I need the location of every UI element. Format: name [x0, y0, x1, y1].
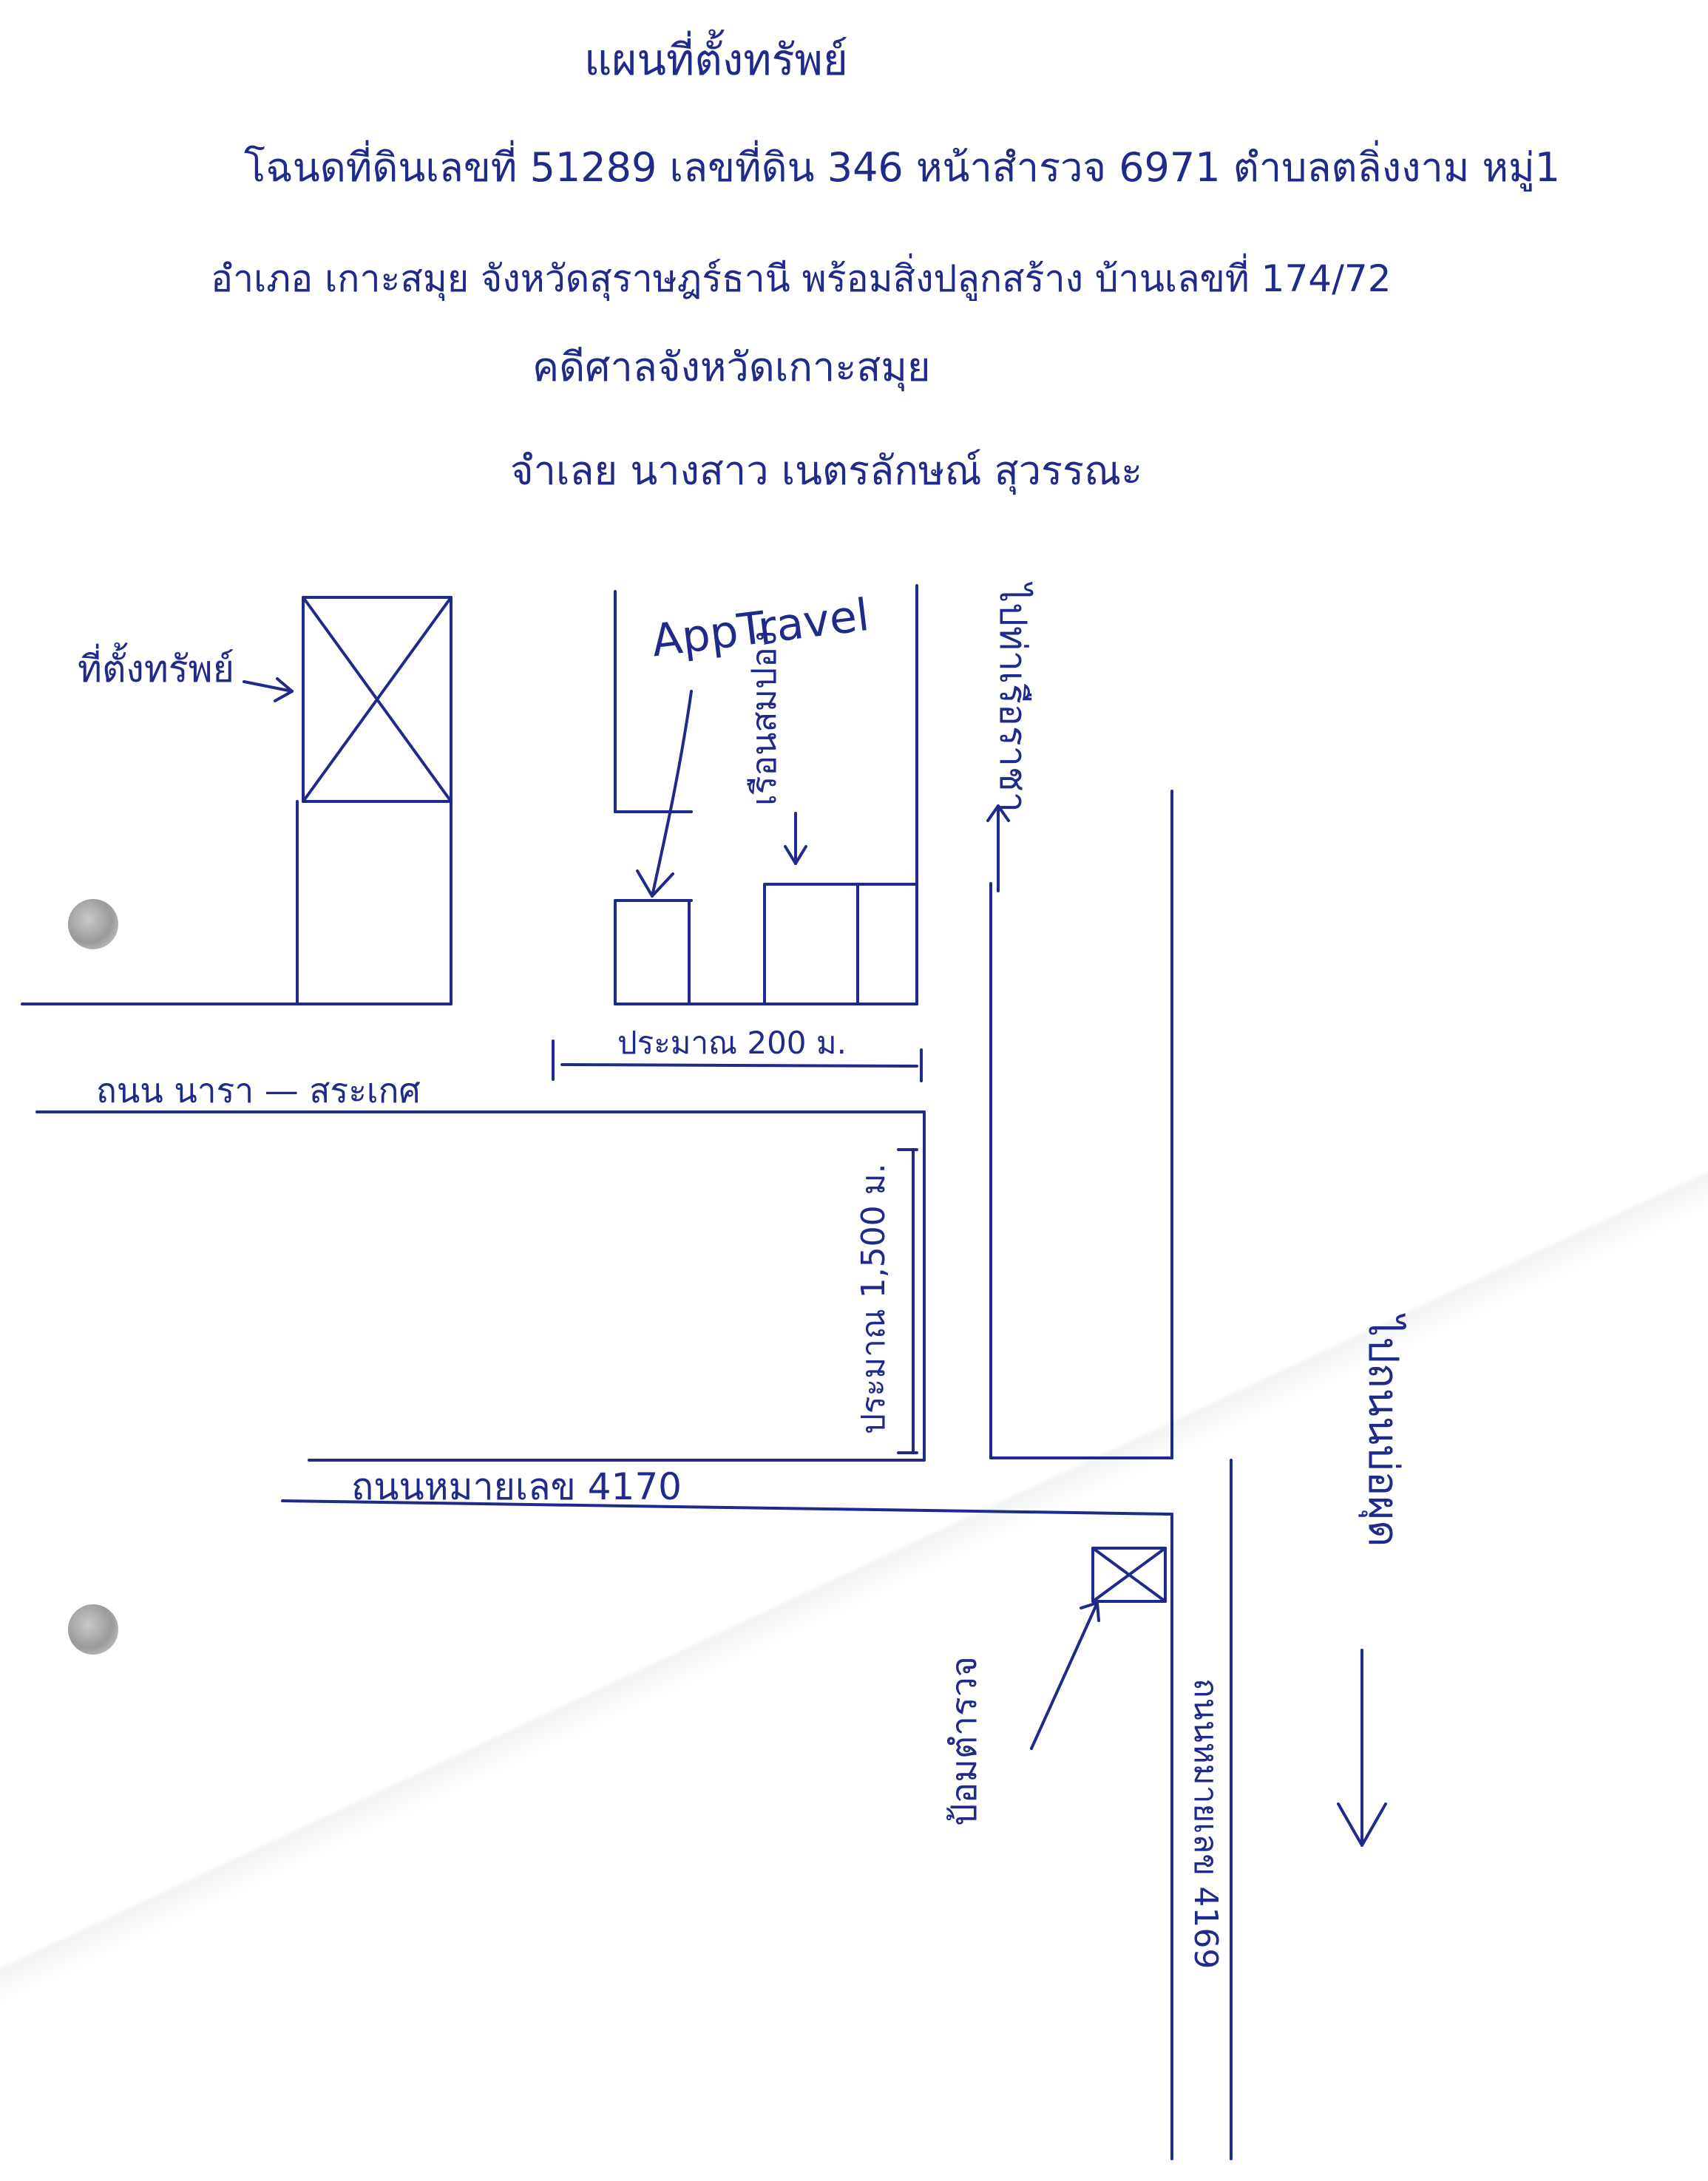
property-parcel — [296, 596, 453, 1005]
road-4170-label: ถนนหมายเลข 4170 — [351, 1465, 682, 1508]
punch-hole-top — [68, 899, 118, 949]
to-bophut-label: ไปถนนบ่อผุด — [1359, 1316, 1407, 1547]
road-4169-label: ถนนหมายเลข 4169 — [1187, 1678, 1224, 1970]
punch-hole-bottom — [68, 1604, 118, 1655]
apptravel-arrow-icon — [636, 690, 693, 898]
road-nara-label: ถนน นารา — สระเกศ — [96, 1071, 421, 1110]
distance-1500m-marker — [897, 1148, 918, 1454]
header-location-line: อำเภอ เกาะสมุย จังหวัดสุราษฎร์ธานี พร้อม… — [211, 257, 1392, 300]
distance-200m-label: ประมาณ 200 ม. — [617, 1025, 847, 1061]
to-pier-label: ไปท่าเรือราชา — [992, 584, 1034, 813]
down-arrow-icon — [1337, 1649, 1387, 1847]
property-arrow-icon — [243, 677, 294, 702]
page-title: แผนที่ตั้งทรัพย์ — [584, 35, 848, 85]
police-box-arrow-icon — [1030, 1601, 1100, 1750]
header-deed-line: โฉนดที่ดินเลขที่ 51289 เลขที่ดิน 346 หน้… — [244, 144, 1561, 191]
header-defendant-line: จำเลย นางสาว เนตรลักษณ์ สุวรรณะ — [510, 447, 1143, 494]
police-box — [1091, 1547, 1167, 1603]
house-label: เรือนสมปอง — [744, 630, 784, 806]
house-arrow-icon — [784, 812, 807, 865]
distance-1500m-label: ประมาณ 1,500 ม. — [855, 1163, 892, 1434]
police-box-label: ป้อมตำรวจ — [943, 1656, 985, 1826]
property-label: ที่ตั้งทรัพย์ — [78, 648, 234, 691]
road-4170-bottom-edge — [281, 1499, 1173, 1516]
house-building — [763, 883, 918, 1005]
road-to-pier — [989, 790, 1173, 1459]
up-arrow-icon — [986, 804, 1010, 892]
distance-200m-marker — [552, 1039, 923, 1082]
header-court-line: คดีศาลจังหวัดเกาะสมุย — [532, 344, 931, 390]
